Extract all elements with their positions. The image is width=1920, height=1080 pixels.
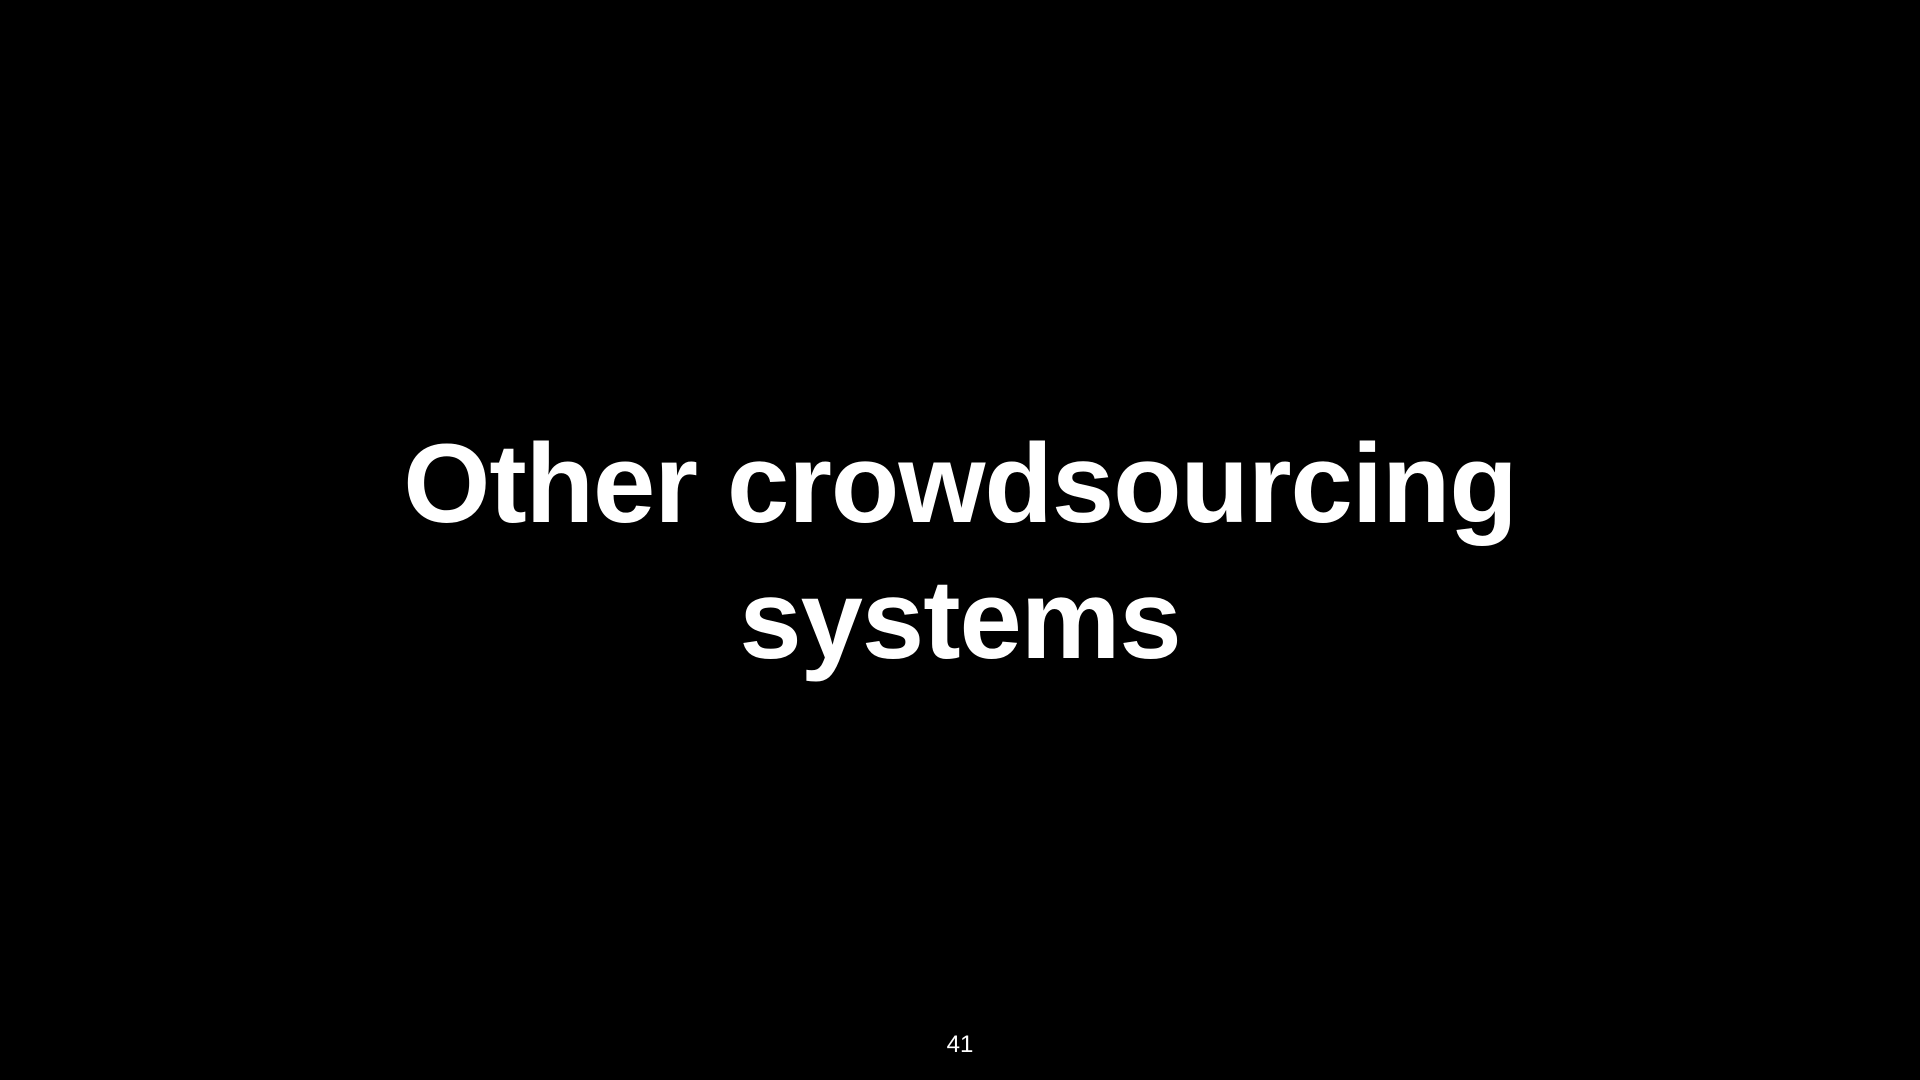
slide-title: Other crowdsourcing systems [0, 416, 1920, 688]
slide-title-line-2: systems [739, 557, 1181, 682]
slide-title-line-1: Other crowdsourcing [403, 421, 1518, 546]
slide-page-number: 41 [946, 1031, 974, 1058]
